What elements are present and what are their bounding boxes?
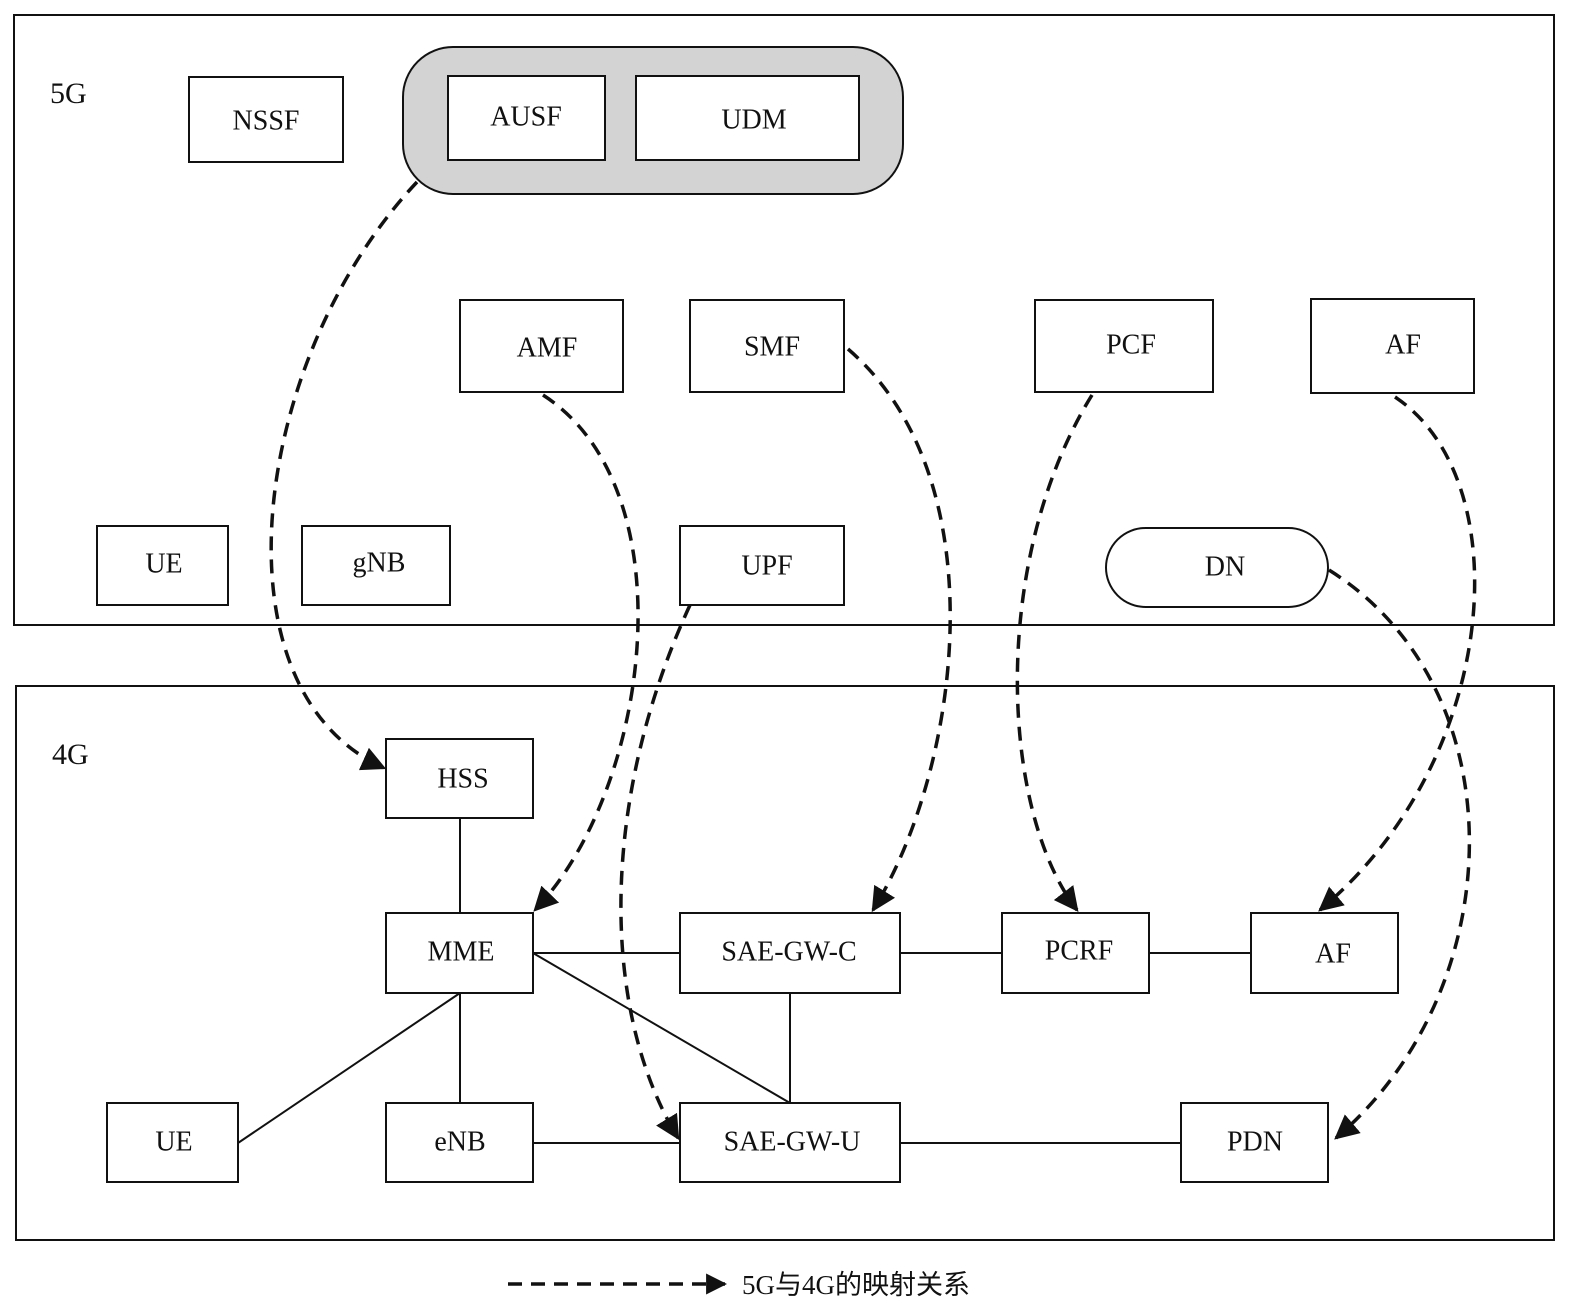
node-5g-ausf [447, 75, 606, 161]
node-4g-pcrf: PCRF [1001, 912, 1150, 994]
node-4g-saegwc: SAE-GW-C [679, 912, 901, 994]
node-5g-af-label: AF [1385, 330, 1421, 361]
node-5g-ue-label: UE [145, 549, 182, 580]
node-4g-pdn-label: PDN [1227, 1127, 1283, 1158]
node-4g-enb-label: eNB [434, 1127, 485, 1158]
mapping-smf-to-saegwc [846, 347, 952, 913]
mapping-pcf-to-pcrf [1015, 394, 1094, 912]
node-5g-amf-label: AMF [517, 333, 578, 364]
node-4g-hss: HSS [385, 738, 534, 819]
node-5g-upf-label: UPF [741, 551, 792, 582]
mapping-af-to-af [1318, 395, 1477, 912]
region-4g-frame [15, 685, 1555, 1241]
node-5g-upf: UPF [679, 525, 845, 606]
node-4g-saegwu-label: SAE-GW-U [724, 1127, 861, 1158]
node-5g-dn: DN [1105, 527, 1329, 608]
mapping-dn-to-pdn [1328, 568, 1472, 1140]
node-4g-saegwc-label: SAE-GW-C [721, 937, 856, 968]
node-5g-nssf-label: NSSF [233, 106, 300, 137]
node-4g-saegwu: SAE-GW-U [679, 1102, 901, 1183]
node-4g-ue: UE [106, 1102, 239, 1183]
links-4g [237, 818, 1251, 1144]
node-5g-udm [635, 75, 860, 161]
legend: 5G与4G的映射关系 [508, 1270, 970, 1300]
node-5g-dn-label: DN [1205, 552, 1245, 583]
node-5g-pcf-label: PCF [1106, 330, 1156, 361]
region-4g-label: 4G [52, 738, 89, 771]
node-5g-udm-label: UDM [721, 105, 786, 136]
node-5g-amf: AMF [459, 299, 624, 393]
node-5g-nssf: NSSF [188, 76, 344, 163]
node-5g-ue: UE [96, 525, 229, 606]
mapping-upf-to-saegwu [619, 604, 692, 1141]
node-4g-ue-label: UE [155, 1127, 192, 1158]
node-5g-gnb-label: gNB [353, 548, 406, 579]
link-mme-ue [237, 992, 461, 1144]
region-5g-label: 5G [50, 77, 87, 110]
node-4g-af-label: AF [1315, 939, 1351, 970]
mapping-ausf-udm-to-hss [269, 180, 419, 771]
node-4g-pdn: PDN [1180, 1102, 1329, 1183]
legend-label: 5G与4G的映射关系 [742, 1270, 970, 1300]
link-mme-saegwu [532, 952, 791, 1104]
node-4g-mme: MME [385, 912, 534, 994]
mapping-amf-to-mme [533, 393, 640, 912]
node-5g-af: AF [1310, 298, 1475, 394]
region-5g-frame [13, 14, 1555, 626]
node-4g-mme-label: MME [428, 937, 495, 968]
node-5g-smf-label: SMF [744, 332, 800, 363]
mappings [269, 180, 1477, 1141]
node-4g-af: AF [1250, 912, 1399, 994]
node-5g-ausf-udm-group: AUSF UDM [402, 46, 904, 195]
node-5g-gnb: gNB [301, 525, 451, 606]
node-5g-smf: SMF [689, 299, 845, 393]
node-4g-pcrf-label: PCRF [1045, 936, 1114, 967]
node-4g-enb: eNB [385, 1102, 534, 1183]
node-5g-ausf-label: AUSF [490, 102, 562, 133]
node-5g-pcf: PCF [1034, 299, 1214, 393]
node-4g-hss-label: HSS [437, 764, 488, 795]
